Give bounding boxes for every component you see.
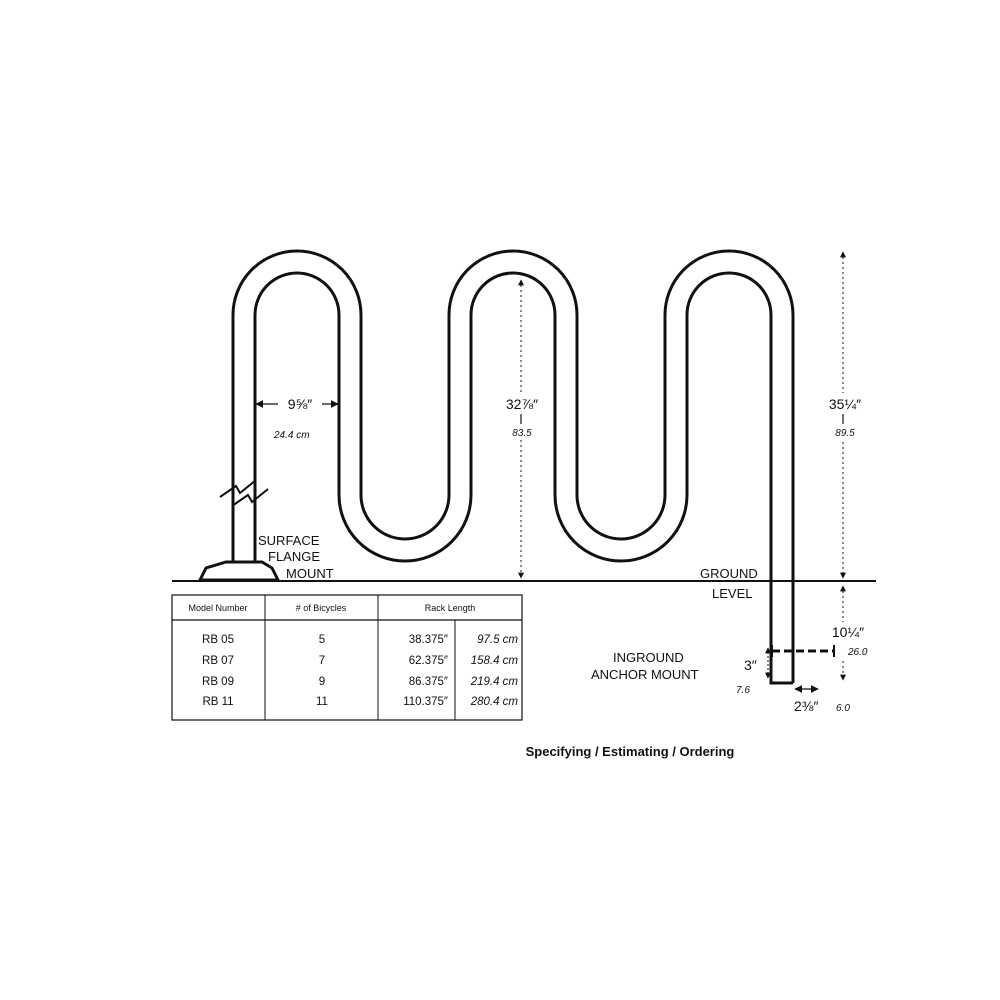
table-row: RB 09 9 86.375″ 219.4 cm xyxy=(202,676,518,688)
pipe-diameter-metric: 6.0 xyxy=(836,703,850,714)
pipe-diameter-imperial: 2⅜″ xyxy=(794,698,818,714)
break-symbol xyxy=(219,479,269,507)
svg-text:5: 5 xyxy=(319,634,325,646)
spacing-imperial: 9⅝″ xyxy=(288,396,312,412)
inground-mount-label: INGROUND ANCHOR MOUNT xyxy=(591,650,699,682)
embed-depth-imperial: 10¼″ xyxy=(832,624,864,640)
table-row: RB 07 7 62.375″ 158.4 cm xyxy=(202,655,518,667)
header-model-number: Model Number xyxy=(188,603,247,613)
svg-text:110.375″: 110.375″ xyxy=(403,696,448,708)
embed-depth-metric: 26.0 xyxy=(847,647,868,658)
svg-text:280.4 cm: 280.4 cm xyxy=(470,696,519,708)
svg-text:RB 07: RB 07 xyxy=(202,655,234,667)
total-height-metric: 89.5 xyxy=(835,428,855,439)
svg-text:11: 11 xyxy=(316,696,328,708)
model-table: Model Number # of Bicycles Rack Length R… xyxy=(171,594,523,721)
svg-text:38.375″: 38.375″ xyxy=(409,634,448,646)
surface-flange xyxy=(197,560,281,582)
svg-text:219.4 cm: 219.4 cm xyxy=(470,676,519,688)
svg-text:RB 11: RB 11 xyxy=(202,696,233,708)
anchor-metric: 7.6 xyxy=(736,685,750,696)
svg-text:9: 9 xyxy=(319,676,325,688)
anchor-imperial: 3″ xyxy=(744,657,757,673)
svg-text:62.375″: 62.375″ xyxy=(409,655,448,667)
pipe-inner-edge xyxy=(253,271,793,685)
svg-text:86.375″: 86.375″ xyxy=(409,676,448,688)
table-row: RB 11 11 110.375″ 280.4 cm xyxy=(202,696,518,708)
table-row: RB 05 5 38.375″ 97.5 cm xyxy=(202,634,518,646)
pipe-outer-edge xyxy=(231,249,795,683)
surface-mount-label: SURFACE FLANGE MOUNT xyxy=(258,533,334,581)
rack-pipe xyxy=(231,249,795,685)
total-height-imperial: 35¼″ xyxy=(829,396,861,412)
svg-text:97.5 cm: 97.5 cm xyxy=(477,634,518,646)
ground-level-label: GROUND LEVEL xyxy=(700,566,758,601)
svg-text:INGROUND: INGROUND xyxy=(613,650,684,665)
loop-height-metric: 83.5 xyxy=(512,428,532,439)
svg-text:LEVEL: LEVEL xyxy=(712,586,752,601)
svg-text:MOUNT: MOUNT xyxy=(286,566,334,581)
header-bicycles: # of Bicycles xyxy=(296,603,347,613)
svg-text:SURFACE: SURFACE xyxy=(258,533,320,548)
svg-text:RB 05: RB 05 xyxy=(202,634,234,646)
spacing-metric: 24.4 cm xyxy=(273,430,310,441)
svg-text:158.4 cm: 158.4 cm xyxy=(471,655,519,667)
svg-text:GROUND: GROUND xyxy=(700,566,758,581)
loop-height-imperial: 32⅞″ xyxy=(506,396,538,412)
header-rack-length: Rack Length xyxy=(425,603,476,613)
svg-text:FLANGE: FLANGE xyxy=(268,549,320,564)
svg-text:ANCHOR MOUNT: ANCHOR MOUNT xyxy=(591,667,699,682)
caption: Specifying / Estimating / Ordering xyxy=(526,744,735,759)
svg-text:7: 7 xyxy=(319,655,325,667)
svg-text:RB 09: RB 09 xyxy=(202,676,234,688)
